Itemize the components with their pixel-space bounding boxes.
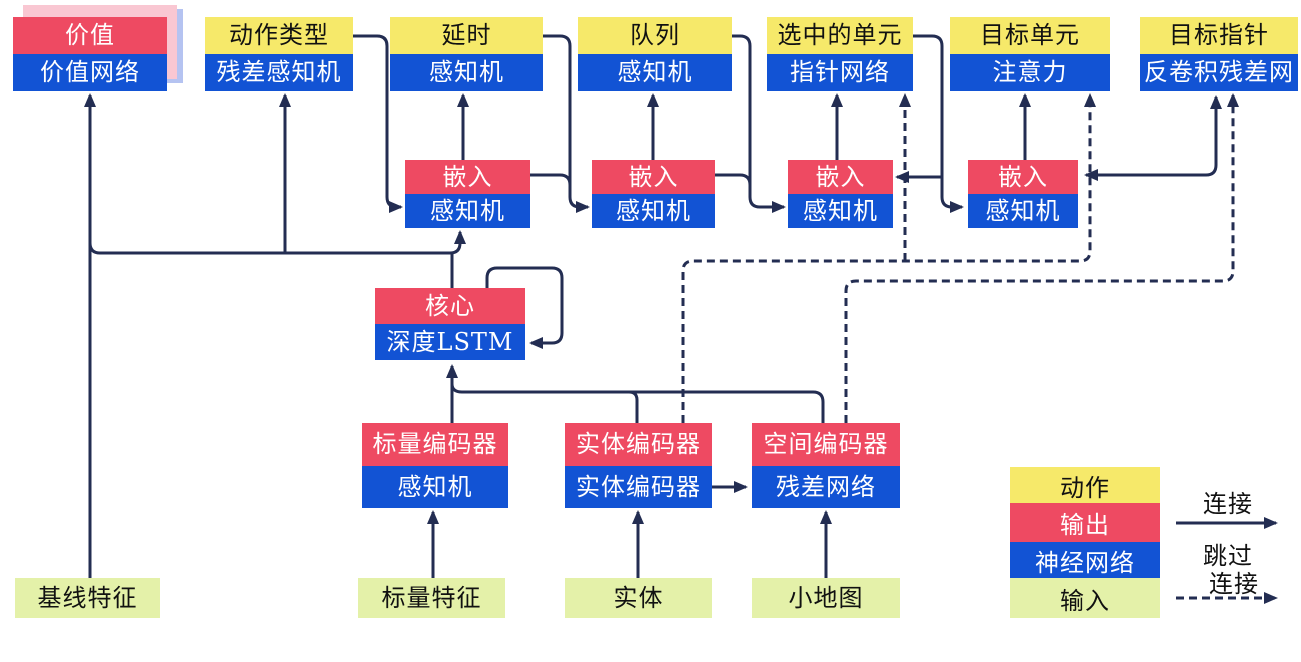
node-target-pointer-bottom-label: 反卷积残差网 <box>1140 54 1298 91</box>
node-selected-units-bottom-label: 指针网络 <box>767 54 913 91</box>
node-core-top-label: 核心 <box>375 288 525 324</box>
node-embed-4-top-label: 嵌入 <box>968 160 1078 194</box>
legend-dashed-arrow-label-line1: 跳过 <box>1203 542 1253 570</box>
edge-core-horizontal-to-embed1 <box>88 230 466 255</box>
node-entity-encoder: 实体编码器实体编码器 <box>565 423 712 508</box>
legend-solid-arrow-label: 连接 <box>1203 490 1253 518</box>
node-delay-top-label: 延时 <box>390 17 543 54</box>
legend-label-output: 输出 <box>1060 511 1110 539</box>
node-embed-2-top-label: 嵌入 <box>592 160 715 194</box>
node-entities-top-label: 实体 <box>565 578 712 618</box>
node-value-top-label: 价值 <box>13 17 167 54</box>
skip-spatial-encoder-to-target-pointer <box>844 93 1239 423</box>
node-embed-1-bottom-label: 感知机 <box>405 194 530 228</box>
node-embed-3: 嵌入感知机 <box>788 160 893 228</box>
node-action-type-top-label: 动作类型 <box>205 17 353 54</box>
node-entities: 实体 <box>565 578 712 618</box>
legend-label-action: 动作 <box>1060 473 1110 502</box>
node-embed-1-top-label: 嵌入 <box>405 160 530 194</box>
node-target-unit-top-label: 目标单元 <box>950 17 1110 54</box>
node-baseline-features: 基线特征 <box>15 578 160 618</box>
node-embed-1: 嵌入感知机 <box>405 160 530 228</box>
node-selected-units-top-label: 选中的单元 <box>767 17 913 54</box>
node-queue-bottom-label: 感知机 <box>578 54 732 91</box>
node-spatial-encoder-top-label: 空间编码器 <box>752 423 900 466</box>
legend-swatch-output: 输出 <box>1010 503 1160 542</box>
node-action-type: 动作类型残差感知机 <box>205 17 353 91</box>
node-core: 核心深度LSTM <box>375 288 525 360</box>
node-core-bottom-label: 深度LSTM <box>375 324 525 360</box>
node-minimap: 小地图 <box>752 578 900 618</box>
node-scalar-features: 标量特征 <box>358 578 505 618</box>
node-baseline-features-top-label: 基线特征 <box>15 578 160 618</box>
node-scalar-features-top-label: 标量特征 <box>358 578 505 618</box>
node-scalar-encoder: 标量编码器感知机 <box>362 423 508 508</box>
node-embed-2-bottom-label: 感知机 <box>592 194 715 228</box>
edge-spatial-encoder-to-core <box>450 383 825 425</box>
legend-label-network: 神经网络 <box>1035 548 1135 577</box>
node-spatial-encoder-bottom-label: 残差网络 <box>752 466 900 508</box>
node-action-type-bottom-label: 残差感知机 <box>205 54 353 91</box>
legend-dashed-arrow-label-line2: 连接 <box>1209 570 1259 598</box>
legend-label-input: 输入 <box>1060 586 1110 615</box>
edge-embed4-target-pointer-left <box>1084 164 1218 181</box>
node-entity-encoder-top-label: 实体编码器 <box>565 423 712 466</box>
node-entity-encoder-bottom-label: 实体编码器 <box>565 466 712 508</box>
node-target-pointer: 目标指针反卷积残差网 <box>1140 17 1298 91</box>
legend-swatch-network: 神经网络 <box>1010 542 1160 578</box>
node-target-unit: 目标单元注意力 <box>950 17 1110 91</box>
legend-swatch-stack: 动作 输出 神经网络 输入 <box>1010 467 1160 618</box>
node-selected-units: 选中的单元指针网络 <box>767 17 913 91</box>
legend-swatch-action: 动作 <box>1010 467 1160 503</box>
node-embed-3-top-label: 嵌入 <box>788 160 893 194</box>
node-embed-3-bottom-label: 感知机 <box>788 194 893 228</box>
node-target-pointer-top-label: 目标指针 <box>1140 17 1298 54</box>
node-target-unit-bottom-label: 注意力 <box>950 54 1110 91</box>
node-minimap-top-label: 小地图 <box>752 578 900 618</box>
node-scalar-encoder-top-label: 标量编码器 <box>362 423 508 466</box>
node-delay-bottom-label: 感知机 <box>390 54 543 91</box>
legend-swatch-input: 输入 <box>1010 578 1160 618</box>
node-queue-top-label: 队列 <box>578 17 732 54</box>
node-queue: 队列感知机 <box>578 17 732 91</box>
node-value: 价值价值网络 <box>13 17 167 91</box>
node-value-bottom-label: 价值网络 <box>13 54 167 91</box>
node-embed-4: 嵌入感知机 <box>968 160 1078 228</box>
node-embed-2: 嵌入感知机 <box>592 160 715 228</box>
node-spatial-encoder: 空间编码器残差网络 <box>752 423 900 508</box>
edge-embed1-merge <box>530 173 572 186</box>
node-scalar-encoder-bottom-label: 感知机 <box>362 466 508 508</box>
edge-embed2-merge <box>715 173 752 186</box>
skip-entity-encoder-to-target-unit <box>681 93 1096 423</box>
node-delay: 延时感知机 <box>390 17 543 91</box>
node-embed-4-bottom-label: 感知机 <box>968 194 1078 228</box>
edge-entity-encoder-to-core <box>628 390 639 425</box>
